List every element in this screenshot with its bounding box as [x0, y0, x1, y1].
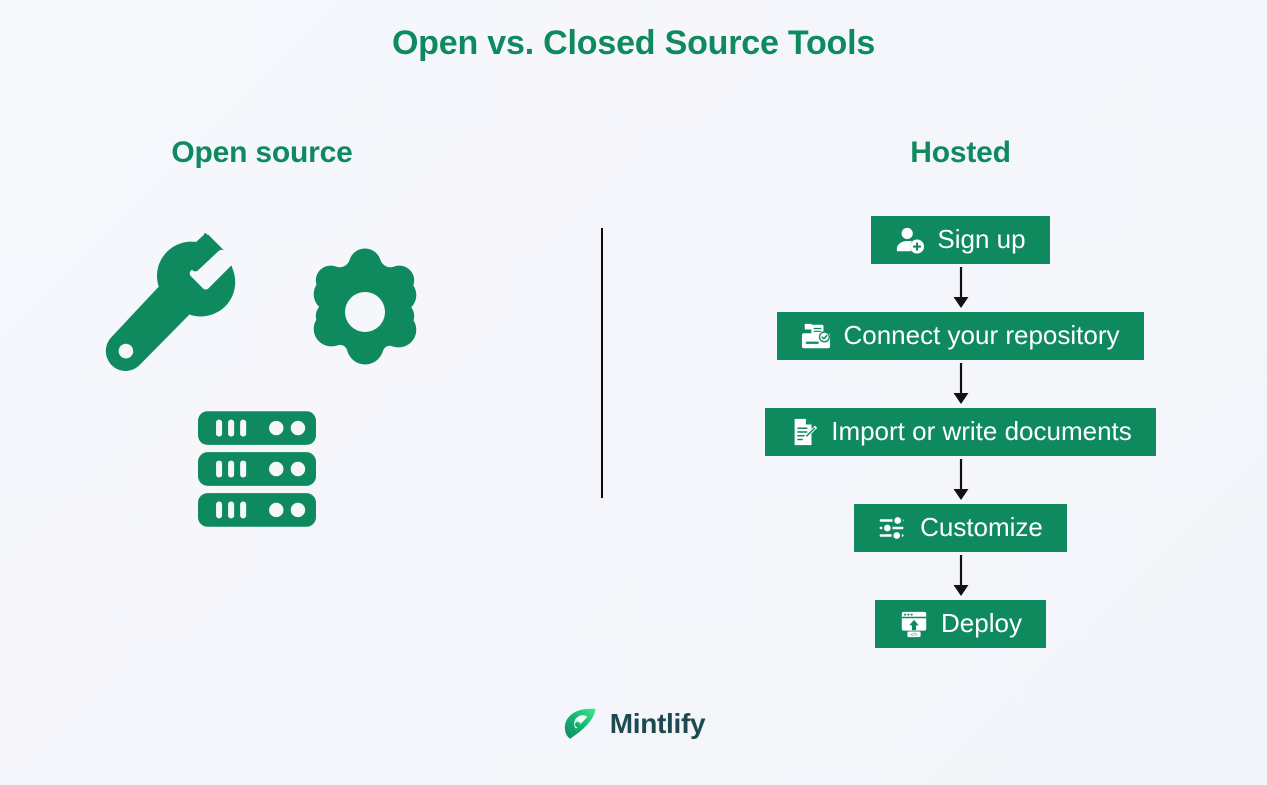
svg-text:</>: </>: [911, 632, 918, 637]
page-title: Open vs. Closed Source Tools: [391, 24, 876, 62]
column-heading-hosted: Hosted: [910, 136, 1011, 169]
vertical-divider: [601, 228, 603, 498]
flow-step-label: Sign up: [937, 224, 1026, 254]
document-edit-icon: [794, 418, 818, 446]
sliders-icon: [879, 515, 904, 541]
flow-step-customize[interactable]: Customize: [854, 504, 1067, 552]
flow-step-label: Connect your repository: [843, 320, 1120, 350]
column-heading-open-source: Open source: [171, 136, 353, 169]
wrench-icon: [105, 233, 236, 371]
flow-row-4: Customize: [740, 504, 1181, 552]
flow-connector-4: [740, 552, 1181, 600]
browser-upload-icon: </>: [901, 611, 927, 638]
flow-connector-2: [740, 360, 1181, 408]
gear-icon: [313, 248, 417, 365]
flow-connector-3: [740, 456, 1181, 504]
flow-connector-1: [740, 264, 1181, 312]
flow-step-label: Import or write documents: [831, 416, 1132, 446]
flow-row-3: Import or write documents: [740, 408, 1181, 456]
flow-row-5: </> Deploy: [740, 600, 1181, 648]
server-stack-icon: [198, 411, 316, 527]
flow-step-deploy[interactable]: </> Deploy: [875, 600, 1046, 648]
hosted-flow: Sign up: [740, 216, 1181, 648]
brand-wordmark: Mintlify: [609, 708, 706, 739]
user-add-icon: [897, 227, 925, 254]
mintlify-leaf-icon: [564, 708, 596, 739]
arrow-down-icon: [953, 459, 968, 500]
arrow-down-icon: [953, 363, 968, 404]
arrow-down-icon: [953, 555, 968, 596]
flow-step-import-write-documents[interactable]: Import or write documents: [765, 408, 1156, 456]
flow-row-1: Sign up: [740, 216, 1181, 264]
flow-row-2: Connect your repository: [740, 312, 1181, 360]
open-source-illustration: [80, 225, 500, 545]
flow-step-connect-repository[interactable]: Connect your repository: [777, 312, 1144, 360]
repository-folder-icon: [802, 323, 831, 349]
flow-step-label: Deploy: [941, 608, 1022, 638]
flow-step-label: Customize: [920, 512, 1043, 542]
footer-brand: Mintlify: [0, 706, 1267, 742]
flow-step-sign-up[interactable]: Sign up: [871, 216, 1050, 264]
arrow-down-icon: [953, 267, 968, 308]
